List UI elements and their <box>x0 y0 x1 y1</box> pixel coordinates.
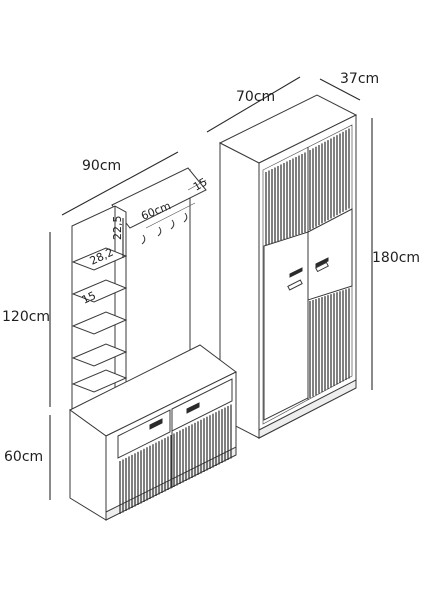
shelf-1 <box>71 247 128 271</box>
hall-unit <box>69 167 237 521</box>
coat-hooks <box>141 212 188 245</box>
wardrobe-frame <box>262 124 353 425</box>
upper-height-label: 120cm <box>2 309 50 325</box>
shelf-4 <box>71 343 128 367</box>
wardrobe-cabinet <box>218 94 358 439</box>
wardrobe-slats-lower-right <box>309 288 350 398</box>
wardrobe-slats-upper-right <box>309 128 350 230</box>
drawer-right <box>171 378 233 432</box>
bench-slatted-doors <box>119 404 232 514</box>
side-shelf-label: 15 <box>80 289 98 307</box>
wardrobe-depth-label: 37cm <box>340 71 379 87</box>
drawer-handle-right[interactable] <box>186 402 200 414</box>
wardrobe-height-label: 180cm <box>372 250 420 266</box>
dimension-lines <box>49 76 373 500</box>
inner-height-label: 22,5 <box>111 216 124 241</box>
drawer-handle-left[interactable] <box>149 418 163 430</box>
wardrobe-slats-upper-left <box>265 152 306 245</box>
wardrobe-width-label: 70cm <box>236 89 275 105</box>
top-shelf-label: 15 <box>191 175 210 193</box>
shelf-3 <box>71 311 128 335</box>
bench-height-label: 60cm <box>4 449 43 465</box>
shelf-2 <box>71 279 128 303</box>
wardrobe-handle-right <box>315 257 329 273</box>
shelf-5 <box>71 369 128 393</box>
wardrobe-door-right <box>307 208 353 301</box>
wardrobe-door-left <box>263 231 309 421</box>
wardrobe-handle-left <box>287 267 303 291</box>
wardrobe-plinth <box>258 379 357 439</box>
unit-width-label: 90cm <box>82 158 121 174</box>
